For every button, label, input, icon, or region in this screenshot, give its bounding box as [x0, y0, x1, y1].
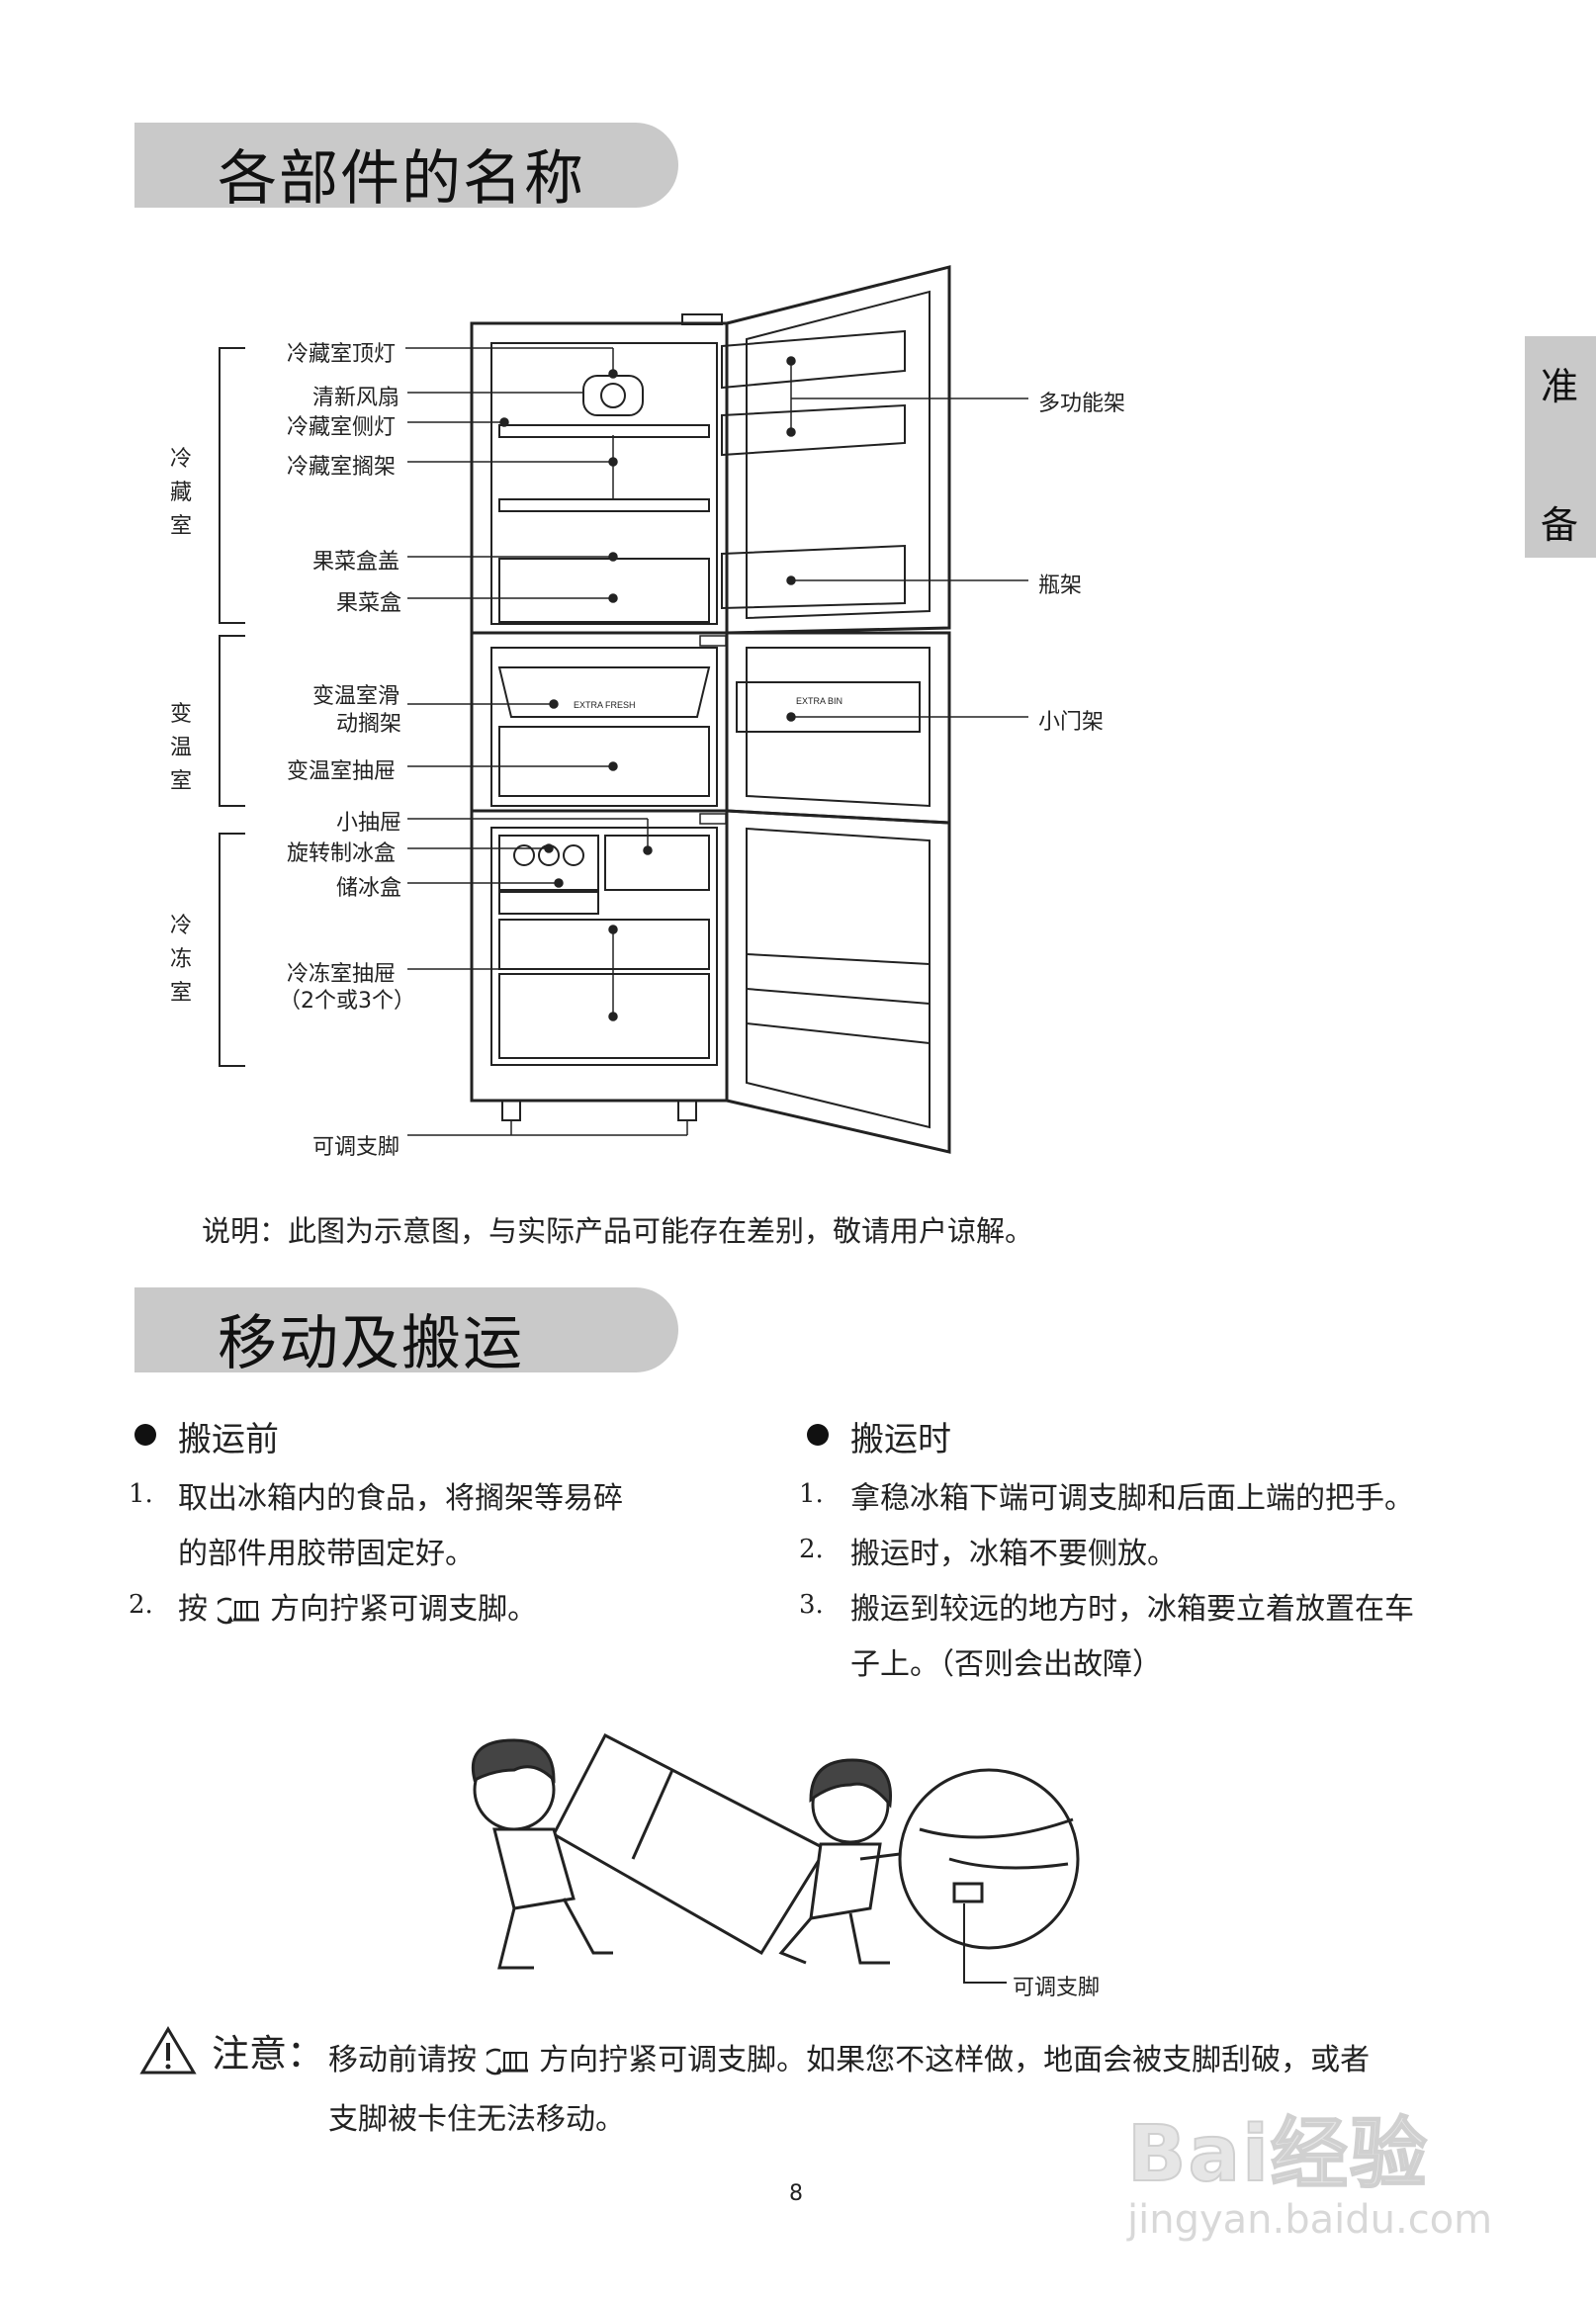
illustration-label-feet: 可调支脚 [1013, 1976, 1101, 2000]
label-crisper-cover: 果菜盒盖 [312, 550, 400, 574]
during-item-1: 1. [799, 1475, 824, 1510]
section-title-moving: 移动及搬运 [134, 1287, 678, 1378]
label-fan: 清新风扇 [312, 386, 400, 410]
before-item-1-line1: 取出冰箱内的食品，将搁架等易碎 [178, 1481, 623, 1516]
label-var-drawer: 变温室抽屉 [287, 759, 397, 784]
label-multi-shelf: 多功能架 [1038, 392, 1126, 416]
label-var-shelf-1: 变温室滑 [312, 684, 400, 709]
notice-line1-pre: 移动前请按 [328, 2043, 477, 2077]
label-freezer-drawer-note: （2个或3个） [279, 989, 415, 1014]
diagram-caption: 说明：此图为示意图，与实际产品可能存在差别，敬请用户谅解。 [202, 1214, 1034, 1248]
watermark-url: jingyan.baidu.com [1127, 2197, 1493, 2243]
notice-line2: 支脚被卡住无法移动。 [328, 2102, 625, 2137]
during-item-3: 3. [799, 1586, 824, 1621]
notice-line1-post: 方向拧紧可调支脚。如果您不这样做，地面会被支脚刮破，或者 [539, 2043, 1371, 2077]
extra-fresh-text: EXTRA FRESH [574, 700, 636, 710]
section-title-parts-text: 各部件的名称 [218, 144, 585, 214]
label-ice-maker: 旋转制冰盒 [287, 841, 397, 866]
side-tab-char-1: 准 [1541, 365, 1579, 408]
before-item-1-num: 1. [129, 1479, 153, 1509]
label-side-light: 冷藏室侧灯 [287, 415, 397, 440]
label-shelf: 冷藏室搁架 [287, 455, 397, 480]
group-label-fridge: 冷藏室 [169, 447, 192, 539]
label-small-door-rack: 小门架 [1038, 710, 1105, 735]
before-item-1: 1. [129, 1475, 153, 1510]
group-label-freezer: 冷冻室 [169, 914, 192, 1006]
fridge-diagram: EXTRA FRESH EXTRA BIN [219, 265, 1028, 1154]
during-item-1-line1: 拿稳冰箱下端可调支脚和后面上端的把手。 [850, 1481, 1414, 1516]
heading-during: 搬运时 [850, 1420, 951, 1459]
section-title-moving-text: 移动及搬运 [218, 1309, 524, 1378]
heading-before: 搬运前 [178, 1420, 279, 1459]
extra-bin-text: EXTRA BIN [796, 696, 842, 706]
during-item-2: 2. [799, 1531, 824, 1565]
before-item-2-pre: 按 [178, 1592, 208, 1627]
during-item-3-line1: 搬运到较远的地方时，冰箱要立着放置在车 [850, 1592, 1414, 1627]
side-tab-char-2: 备 [1541, 503, 1579, 547]
label-bottle-rack: 瓶架 [1038, 574, 1083, 598]
label-freezer-drawer: 冷冻室抽屉 [287, 962, 397, 987]
during-item-3-num: 3. [799, 1590, 824, 1620]
watermark-brand: Bai经验 [1126, 2109, 1429, 2200]
before-item-1-line2: 的部件用胶带固定好。 [178, 1537, 475, 1571]
section-title-parts: 各部件的名称 [134, 123, 678, 214]
notice-title: 注意： [212, 2032, 325, 2076]
notice-line1: 移动前请按 方向拧紧可调支脚。如果您不这样做，地面会被支脚刮破，或者 [328, 2035, 1370, 2078]
label-crisper: 果菜盒 [336, 591, 402, 616]
label-top-light: 冷藏室顶灯 [287, 342, 397, 367]
rotate-direction-icon [213, 1596, 261, 1626]
bullet-before [134, 1424, 156, 1446]
before-item-2-post: 方向拧紧可调支脚。 [270, 1592, 538, 1627]
label-feet: 可调支脚 [312, 1135, 400, 1160]
label-var-shelf-2: 动搁架 [336, 712, 402, 737]
during-item-2-num: 2. [799, 1535, 824, 1564]
before-item-2: 2. [129, 1586, 153, 1621]
before-item-2-line: 按 方向拧紧可调支脚。 [178, 1584, 537, 1628]
label-small-drawer: 小抽屉 [336, 811, 402, 836]
before-item-2-num: 2. [129, 1590, 153, 1620]
notice-rotate-direction-icon [482, 2047, 530, 2077]
label-ice-box: 储冰盒 [336, 876, 402, 901]
during-item-3-line2: 子上。（否则会出故障） [850, 1647, 1162, 1682]
group-label-variable: 变温室 [169, 702, 192, 794]
during-item-2-line1: 搬运时，冰箱不要侧放。 [850, 1537, 1177, 1571]
chapter-side-tab: 准 备 [1525, 336, 1596, 558]
during-item-1-num: 1. [799, 1479, 824, 1509]
warning-icon [138, 2025, 198, 2077]
bullet-during [807, 1424, 829, 1446]
page-number: 8 [789, 2181, 803, 2206]
watermark-logo: Bai经验 jingyan.baidu.com [1126, 2092, 1493, 2243]
